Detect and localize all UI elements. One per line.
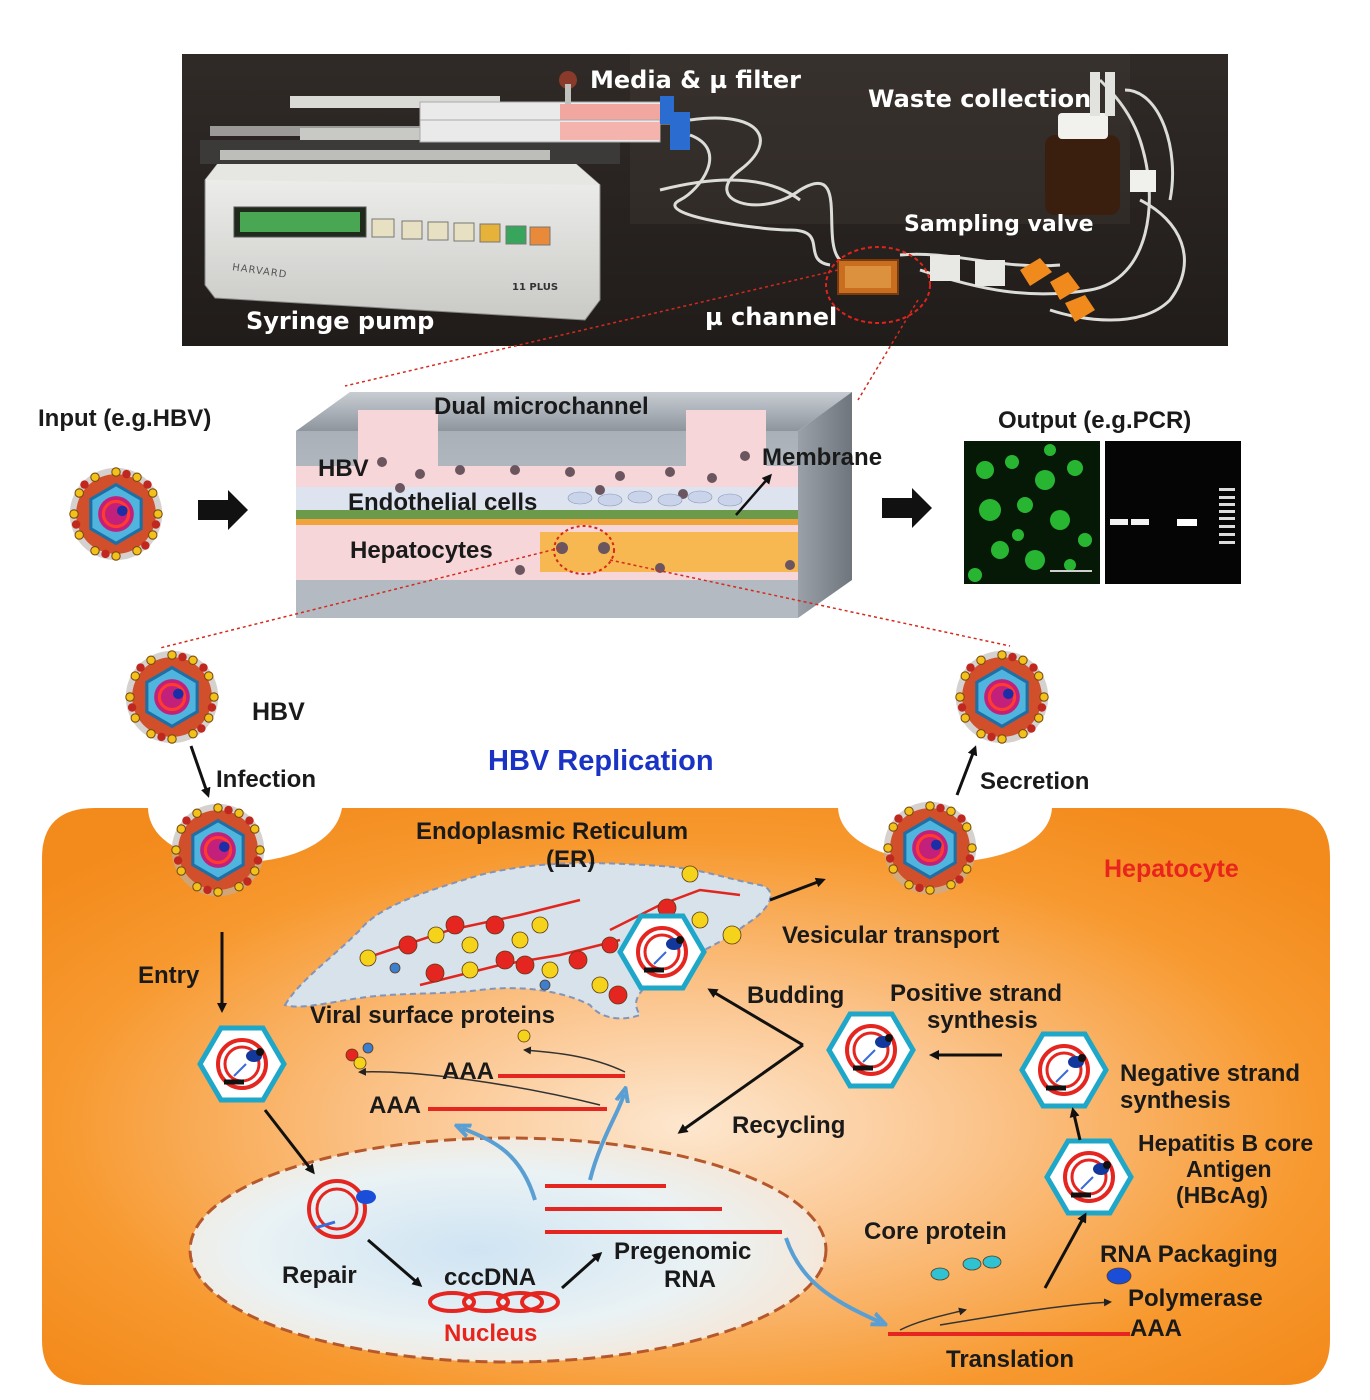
budding-label: Budding xyxy=(747,982,845,1009)
media-filter-label: Media & µ filter xyxy=(590,66,802,94)
er-abbrev-label: (ER) xyxy=(546,846,596,873)
protein-dots xyxy=(345,1029,1132,1285)
translation-arrows xyxy=(358,1046,1112,1331)
pump-model-label: 11 PLUS xyxy=(512,282,559,293)
dual-microchannel-label: Dual microchannel xyxy=(434,393,649,420)
pregenomic-label: Pregenomic xyxy=(614,1238,752,1265)
mu-channel-chip xyxy=(825,246,931,324)
aaa-label-2: AAA xyxy=(369,1092,421,1119)
mu-channel-label: µ channel xyxy=(705,303,838,331)
hbv-label: HBV xyxy=(252,698,305,726)
capsid-hbcag xyxy=(1047,1141,1131,1213)
rna-lines xyxy=(428,1074,1130,1336)
infection-label: Infection xyxy=(216,766,316,793)
aaa-label-1: AAA xyxy=(442,1058,494,1085)
sampling-valves xyxy=(930,170,1156,322)
zoom-lines-top xyxy=(344,269,919,401)
input-virion xyxy=(68,466,164,562)
core-protein-label: Core protein xyxy=(864,1218,1007,1245)
rna-packaging-label: RNA Packaging xyxy=(1100,1241,1278,1268)
fluorescence-image xyxy=(964,441,1100,584)
input-label: Input (e.g.HBV) xyxy=(38,405,212,432)
translation-label: Translation xyxy=(946,1346,1075,1373)
hbc-antigen-label-1: Hepatitis B core xyxy=(1138,1130,1314,1156)
hbv-virion-top xyxy=(124,649,220,745)
endothelial-cells-label: Endothelial cells xyxy=(348,489,538,516)
syringes xyxy=(220,71,690,160)
waste-collection-label: Waste collection xyxy=(868,85,1092,113)
cccdna-label: cccDNA xyxy=(444,1264,537,1291)
hbv-replication-title: HBV Replication xyxy=(488,745,714,777)
recycling-label: Recycling xyxy=(732,1112,846,1139)
membrane-label: Membrane xyxy=(762,444,883,471)
hbv-virion-budding xyxy=(882,800,978,896)
cccdna-symbol xyxy=(428,1291,560,1313)
entry-label: Entry xyxy=(138,962,200,989)
capsid-negative xyxy=(1022,1034,1106,1106)
waste-bottle xyxy=(1045,72,1120,215)
hepatocyte-label: Hepatocyte xyxy=(1104,855,1239,883)
hepatocytes-label: Hepatocytes xyxy=(350,537,493,564)
pregenomic-rna-label: RNA xyxy=(664,1266,716,1293)
positive-strand-label: Positive strand xyxy=(890,980,1063,1007)
negative-strand-label: Negative strand xyxy=(1120,1060,1301,1087)
hbc-antigen-label-2: Antigen xyxy=(1186,1156,1272,1182)
input-arrow xyxy=(198,490,248,530)
er-label: Endoplasmic Reticulum xyxy=(416,818,689,845)
flow-arrows xyxy=(189,745,1087,1290)
positive-synthesis-label: synthesis xyxy=(927,1007,1038,1034)
blue-arrows xyxy=(462,1094,880,1322)
aaa-label-3: AAA xyxy=(1130,1315,1182,1342)
negative-synthesis-label: synthesis xyxy=(1120,1087,1231,1114)
syringe-pump-label: Syringe pump xyxy=(246,307,435,335)
capsid-er xyxy=(620,916,704,988)
capsid-positive xyxy=(829,1014,913,1086)
nucleus-label: Nucleus xyxy=(444,1320,538,1347)
zoom-lines-bottom xyxy=(159,547,1011,649)
vesicular-transport-label: Vesicular transport xyxy=(782,922,1000,949)
secretion-label: Secretion xyxy=(980,768,1090,795)
repair-label: Repair xyxy=(282,1262,357,1289)
pcr-gel-image xyxy=(1105,441,1241,584)
hbv-virion-entry xyxy=(170,802,266,898)
sampling-valve-label: Sampling valve xyxy=(904,212,1094,237)
hbv-virion-secreted xyxy=(954,649,1050,745)
viral-surface-proteins-label: Viral surface proteins xyxy=(310,1002,555,1029)
device-block xyxy=(296,392,852,618)
output-arrow xyxy=(882,488,932,528)
hbc-antigen-label-3: (HBcAg) xyxy=(1176,1182,1268,1208)
capsid-entry xyxy=(200,1028,284,1100)
rcdna-repair xyxy=(307,1179,376,1239)
output-label: Output (e.g.PCR) xyxy=(998,407,1192,434)
device-hbv-label: HBV xyxy=(318,455,369,482)
polymerase-label: Polymerase xyxy=(1128,1285,1263,1312)
